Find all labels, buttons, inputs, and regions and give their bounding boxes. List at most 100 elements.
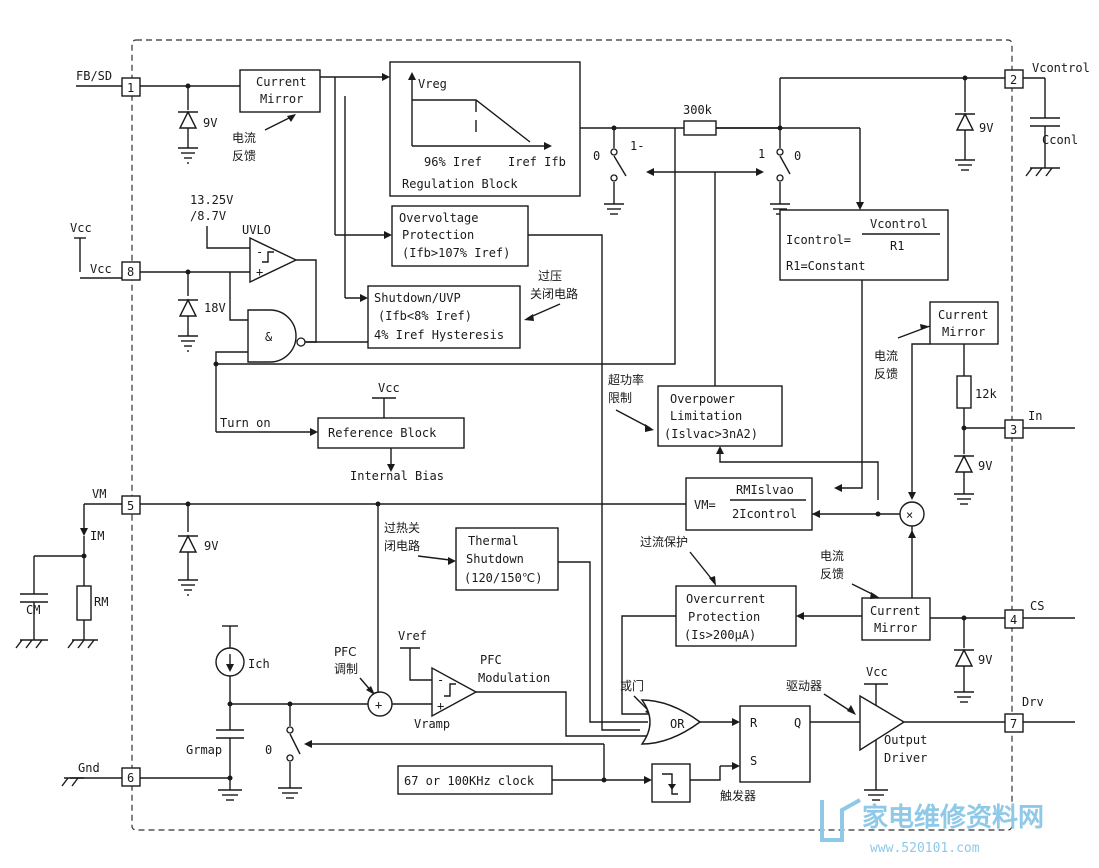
svg-text:PFC: PFC <box>480 653 502 667</box>
svg-text:超功率: 超功率 <box>608 372 644 387</box>
icontrol-block <box>779 209 949 281</box>
svg-text:3: 3 <box>1010 423 1017 437</box>
svg-text:2: 2 <box>1010 73 1017 87</box>
svg-text:反馈: 反馈 <box>820 567 844 581</box>
svg-text:Internal Bias: Internal Bias <box>350 469 444 483</box>
svg-text:0: 0 <box>794 149 801 163</box>
svg-text:Overcurrent: Overcurrent <box>686 592 765 606</box>
svg-text:CM: CM <box>26 603 40 617</box>
svg-text:RMIslvao: RMIslvao <box>736 483 794 497</box>
thermal-shutdown-block <box>455 527 559 591</box>
svg-text:电流: 电流 <box>874 349 898 363</box>
svg-text:Overvoltage: Overvoltage <box>399 211 478 225</box>
svg-text:Vref: Vref <box>398 629 427 643</box>
svg-text:Vcontrol: Vcontrol <box>1032 61 1090 75</box>
svg-text:&: & <box>265 330 273 344</box>
svg-text:In: In <box>1028 409 1042 423</box>
svg-text:Shutdown: Shutdown <box>466 552 524 566</box>
svg-text:4% Iref Hysteresis: 4% Iref Hysteresis <box>374 328 504 342</box>
svg-text:/8.7V: /8.7V <box>190 209 226 223</box>
current-mirror-block-1 <box>239 69 321 113</box>
svg-text:9V: 9V <box>978 653 992 667</box>
svg-text:闭电路: 闭电路 <box>384 538 420 553</box>
svg-text:6: 6 <box>127 771 134 785</box>
pin-8 <box>121 261 141 281</box>
svg-text:关闭电路: 关闭电路 <box>530 286 578 301</box>
svg-text:×: × <box>906 508 913 522</box>
svg-text:OR: OR <box>670 717 685 731</box>
svg-text:电流: 电流 <box>232 131 256 145</box>
zener-9v-vcontrol <box>955 78 975 171</box>
svg-text:Vcc: Vcc <box>90 262 112 276</box>
svg-text:Vcc: Vcc <box>70 221 92 235</box>
svg-text:Q: Q <box>794 716 801 730</box>
output-driver <box>859 694 906 752</box>
svg-text:-: - <box>437 673 444 687</box>
svg-text:Regulation Block: Regulation Block <box>402 177 518 191</box>
zener-18v <box>178 272 198 352</box>
svg-text:300k: 300k <box>683 103 713 117</box>
watermark: 家电维修资料网 www.520101.com <box>820 798 1044 856</box>
or-gate <box>640 699 702 745</box>
svg-text:家电维修资料网: 家电维修资料网 <box>862 802 1044 833</box>
svg-text:96% Iref: 96% Iref <box>424 155 482 169</box>
svg-text:1: 1 <box>758 147 765 161</box>
edge-trigger-block <box>651 763 691 803</box>
pin-label-fb-sd: FB/SD <box>76 69 112 83</box>
svg-text:1-: 1- <box>630 139 644 153</box>
svg-text:电流: 电流 <box>820 549 844 563</box>
svg-text:5: 5 <box>127 499 134 513</box>
svg-text:过流保护: 过流保护 <box>640 535 688 549</box>
svg-text:VM=: VM= <box>694 498 716 512</box>
svg-text:(Is>200μA): (Is>200μA) <box>684 628 756 642</box>
ic-boundary <box>131 39 1013 831</box>
shutdown-uvp-block <box>367 285 521 349</box>
svg-text:驱动器: 驱动器 <box>786 679 822 693</box>
svg-text:7: 7 <box>1010 717 1017 731</box>
capacitor-cm <box>15 556 48 649</box>
svg-text:+: + <box>375 698 382 712</box>
svg-text:Current: Current <box>938 308 989 322</box>
capacitor-cconl <box>1025 78 1060 177</box>
svg-text:9V: 9V <box>979 121 993 135</box>
svg-text:Vcc: Vcc <box>866 665 888 679</box>
svg-text:Vreg: Vreg <box>418 77 447 91</box>
svg-text:18V: 18V <box>204 301 226 315</box>
svg-text:Mirror: Mirror <box>942 325 985 339</box>
pin-4 <box>1004 609 1024 629</box>
uvlo-comparator <box>249 236 298 284</box>
svg-text:Modulation: Modulation <box>478 671 550 685</box>
svg-text:Current: Current <box>870 604 921 618</box>
svg-text:IM: IM <box>90 529 104 543</box>
svg-text:Protection: Protection <box>688 610 760 624</box>
zener-9v-cs <box>954 618 974 703</box>
svg-text:RM: RM <box>94 595 108 609</box>
svg-text:过压: 过压 <box>538 269 562 283</box>
current-mirror-block-3 <box>861 597 931 641</box>
regulation-block <box>389 61 581 197</box>
svg-text:12k: 12k <box>975 387 997 401</box>
zener-9v-vm <box>178 504 198 596</box>
svg-text:67 or 100KHz clock: 67 or 100KHz clock <box>404 774 535 788</box>
svg-text:Thermal: Thermal <box>468 534 519 548</box>
svg-text:Output: Output <box>884 733 927 747</box>
svg-text:Limitation: Limitation <box>670 409 742 423</box>
pin-6 <box>121 767 141 787</box>
svg-text:+: + <box>437 699 444 713</box>
rs-flip-flop <box>739 705 811 783</box>
svg-text:CS: CS <box>1030 599 1044 613</box>
svg-text:(Islvac>3nA2): (Islvac>3nA2) <box>664 427 758 441</box>
svg-text:13.25V: 13.25V <box>190 193 233 207</box>
vm-formula-block <box>685 477 813 531</box>
svg-text:Mirror: Mirror <box>260 92 303 106</box>
zener-9v-in <box>954 428 974 505</box>
svg-text:Iref Ifb: Iref Ifb <box>508 155 566 169</box>
svg-text:Gnd: Gnd <box>78 761 100 775</box>
svg-text:(Ifb>107% Iref): (Ifb>107% Iref) <box>402 246 510 260</box>
svg-text:反馈: 反馈 <box>232 149 256 163</box>
svg-text:9V: 9V <box>204 539 218 553</box>
svg-text:8: 8 <box>127 265 134 279</box>
svg-text:Grmap: Grmap <box>186 743 222 757</box>
and-gate <box>247 309 297 363</box>
